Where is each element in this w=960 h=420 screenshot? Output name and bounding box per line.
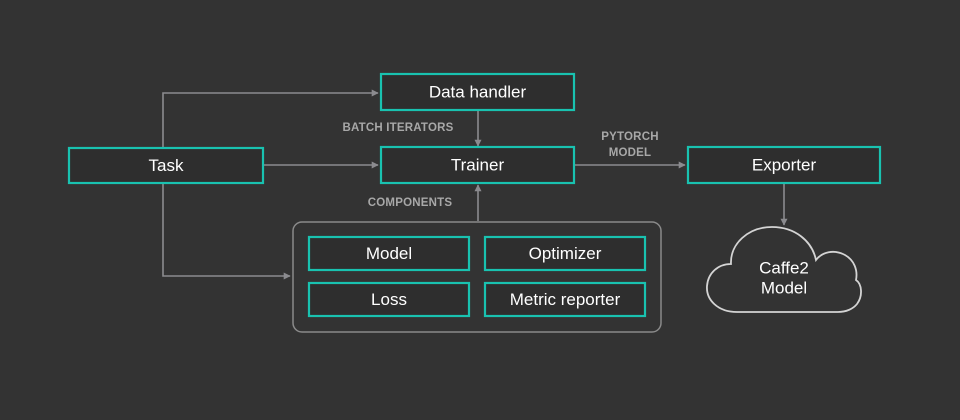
- optimizer-component: Optimizer: [483, 235, 647, 272]
- trainer-node: Trainer: [379, 145, 576, 185]
- caffe2-model-cloud: Caffe2 Model: [706, 226, 862, 313]
- edges: [162, 89, 788, 280]
- data-handler-node-label: Data handler: [429, 83, 527, 102]
- edge-task-to-data-handler: [162, 89, 379, 148]
- loss-component: Loss: [307, 281, 471, 318]
- edge-label-batch-iterators: BATCH ITERATORS: [343, 122, 454, 134]
- edge-labels: BATCH ITERATORS PYTORCH MODEL COMPONENTS: [343, 122, 659, 209]
- edge-label-components: COMPONENTS: [368, 197, 453, 209]
- task-node: Task: [67, 146, 265, 185]
- optimizer-component-label: Optimizer: [529, 244, 602, 263]
- exporter-node-label: Exporter: [752, 156, 817, 175]
- model-component-label: Model: [366, 244, 412, 263]
- model-component: Model: [307, 235, 471, 272]
- metric-reporter-component-label: Metric reporter: [510, 290, 621, 309]
- cloud-icon: [706, 226, 862, 313]
- loss-component-label: Loss: [371, 290, 407, 309]
- data-handler-node: Data handler: [379, 72, 576, 112]
- edge-label-pytorch-model-line1: PYTORCH: [601, 131, 658, 143]
- cloud-label-line1: Caffe2: [759, 259, 809, 278]
- components-group: Model Optimizer Loss Metric reporter: [292, 221, 662, 333]
- task-node-label: Task: [149, 156, 184, 175]
- metric-reporter-component: Metric reporter: [483, 281, 647, 318]
- exporter-node: Exporter: [686, 145, 882, 185]
- edge-label-pytorch-model-line2: MODEL: [609, 147, 652, 159]
- edge-task-to-components: [162, 183, 291, 280]
- cloud-label-line2: Model: [761, 279, 807, 298]
- trainer-node-label: Trainer: [451, 156, 505, 175]
